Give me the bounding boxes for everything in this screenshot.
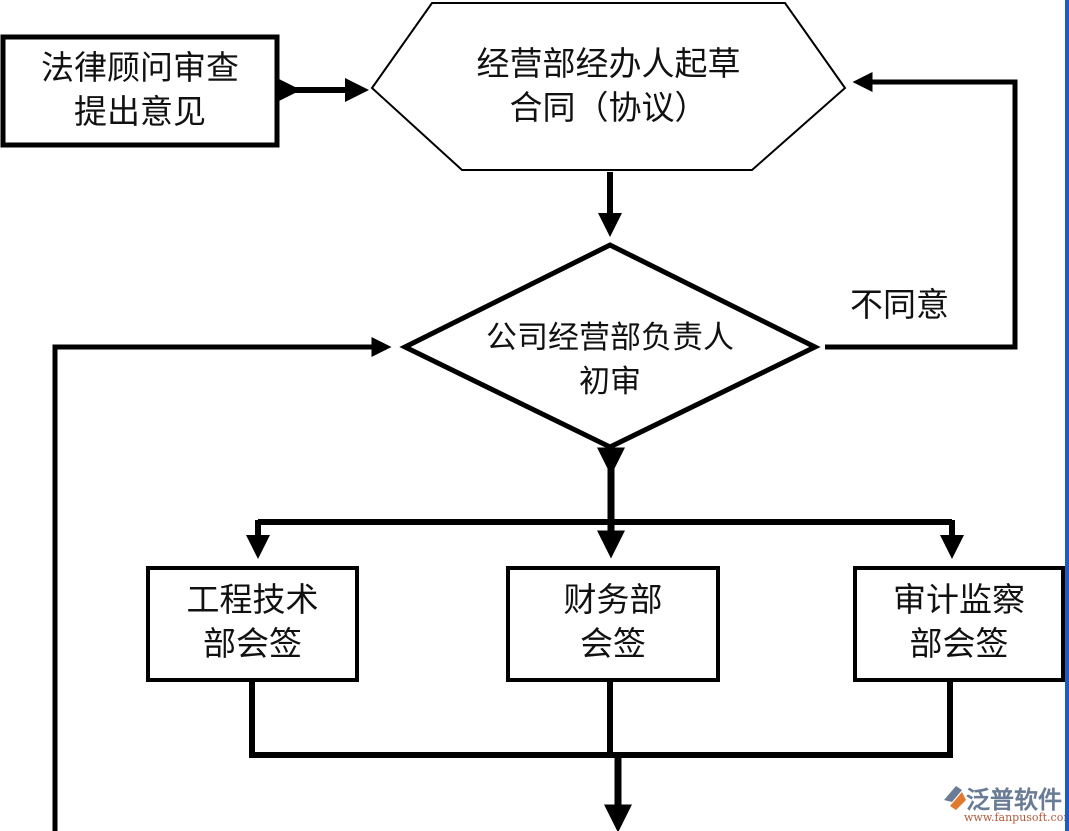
review-label: 公司经营部负责人 初审: [440, 316, 780, 404]
logo-icon: [944, 786, 966, 810]
legal-label: 法律顾问审查 提出意见: [3, 46, 277, 134]
watermark-logo: 泛普软件 www.fanpusoft.com: [938, 780, 1069, 824]
draft-hexagon: [370, 2, 847, 171]
audit-box: [853, 566, 1065, 682]
review-label-line2: 初审: [579, 364, 641, 400]
finance-label: 财务部 会签: [508, 578, 718, 666]
legal-box: [0, 34, 280, 148]
draft-label-line1: 经营部经办人起草: [476, 44, 741, 83]
right-edge-strip: [1065, 0, 1069, 831]
draft-label: 经营部经办人起草 合同（协议）: [432, 42, 785, 130]
legal-label-line1: 法律顾问审查: [41, 48, 239, 87]
audit-label-line2: 部会签: [909, 624, 1009, 663]
finance-box: [506, 566, 720, 682]
eng-box: [146, 566, 359, 682]
legal-label-line2: 提出意见: [74, 92, 206, 131]
disagree-loop: [825, 72, 1018, 350]
logo-name: 泛普软件: [966, 786, 1062, 814]
draft-label-line2: 合同（协议）: [509, 88, 708, 127]
audit-label-line1: 审计监察: [893, 580, 1025, 619]
eng-label-line1: 工程技术: [186, 580, 319, 619]
disagree-label: 不同意: [850, 285, 949, 324]
merge-lines: [249, 682, 953, 758]
review-diamond: [399, 242, 821, 450]
review-label-line1: 公司经营部负责人: [486, 320, 734, 356]
finance-label-line1: 财务部: [563, 580, 663, 619]
logo-url: www.fanpusoft.com: [964, 811, 1069, 824]
return-loop: [52, 337, 392, 831]
finance-label-line2: 会签: [580, 624, 646, 663]
eng-label-line2: 部会签: [203, 624, 302, 663]
eng-label: 工程技术 部会签: [148, 578, 357, 666]
audit-label: 审计监察 部会签: [855, 578, 1063, 666]
